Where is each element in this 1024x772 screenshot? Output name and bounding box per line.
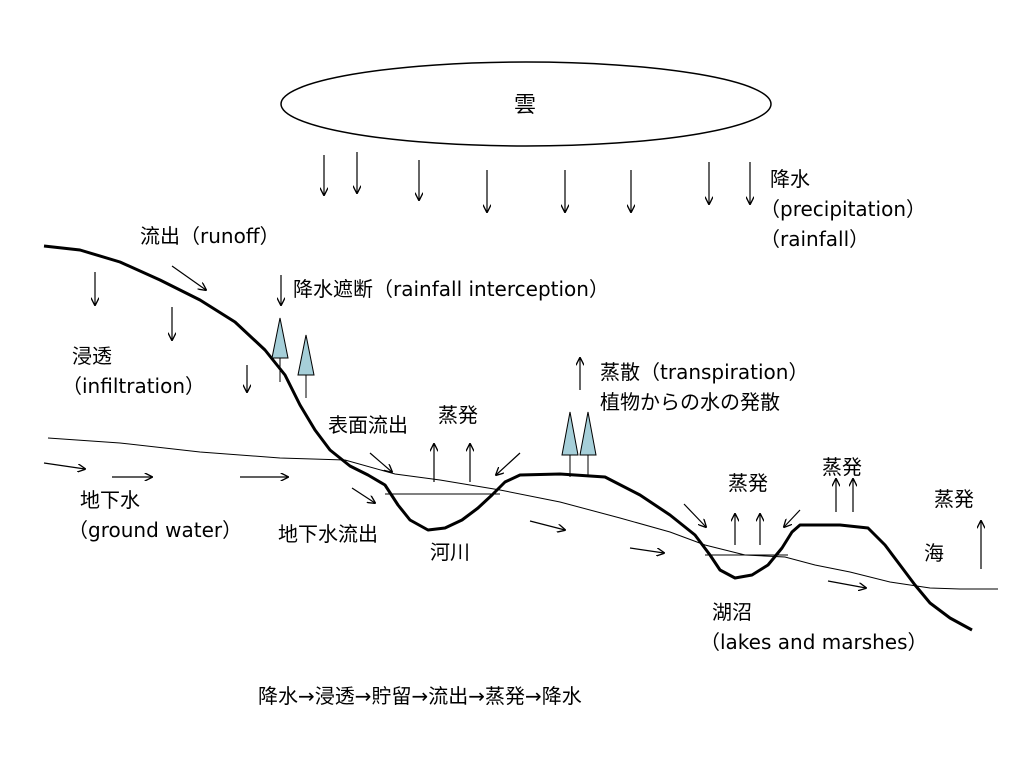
evaporation-arrows xyxy=(434,444,981,569)
precipitation-arrows xyxy=(324,152,750,212)
terrain-line xyxy=(43,244,973,632)
cloud-label: 雲 xyxy=(514,93,537,118)
evaporation-label-plateau: 蒸発 xyxy=(822,455,862,479)
precipitation-english: （precipitation） xyxy=(760,197,926,221)
cycle-summary: 降水→浸透→貯留→流出→蒸発→降水 xyxy=(258,684,582,708)
groundwater-english: （ground water） xyxy=(68,518,243,542)
runoff-arrow xyxy=(171,265,206,290)
surface-runoff-arrows xyxy=(369,452,801,527)
infiltration-arrows xyxy=(95,272,247,392)
tree-icon xyxy=(271,317,289,382)
lakes-english: （lakes and marshes） xyxy=(700,630,928,654)
transpiration-label: 蒸散（transpiration） xyxy=(600,360,809,384)
sea-label: 海 xyxy=(924,541,944,565)
tree-icon xyxy=(579,411,597,477)
interception-label: 降水遮断（rainfall interception） xyxy=(293,277,609,301)
evaporation-label-lake: 蒸発 xyxy=(728,471,768,495)
groundwater-runoff-label: 地下水流出 xyxy=(278,522,378,546)
groundwater-label: 地下水 xyxy=(80,488,140,512)
cloud-ellipse xyxy=(280,61,772,147)
precipitation-label: 降水 xyxy=(770,167,810,191)
evaporation-label-river: 蒸発 xyxy=(438,403,478,427)
groundwater-runoff-arrow xyxy=(351,487,375,503)
lakes-label: 湖沼 xyxy=(712,600,752,624)
river-label: 河川 xyxy=(430,540,470,564)
runoff-label: 流出（runoff） xyxy=(140,224,280,248)
tree-icon xyxy=(297,334,315,398)
evaporation-label-sea: 蒸発 xyxy=(934,487,974,511)
surface-runoff-label: 表面流出 xyxy=(328,413,408,437)
rainfall-english: （rainfall） xyxy=(760,227,870,251)
infiltration-label: 浸透 xyxy=(72,344,112,368)
groundwater-flow-arrows xyxy=(43,462,866,588)
transpiration-description: 植物からの水の発散 xyxy=(600,390,780,414)
tree-icon xyxy=(561,411,579,477)
infiltration-english: （infiltration） xyxy=(62,374,206,398)
groundwater-table-line xyxy=(47,437,998,590)
